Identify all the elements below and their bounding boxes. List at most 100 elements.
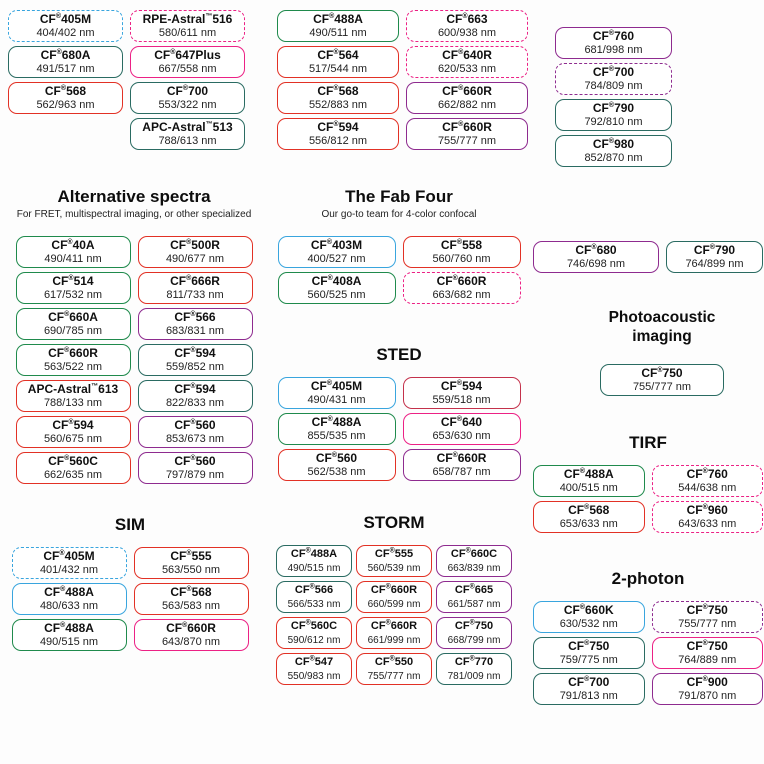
dye-name: CF®560C [48,454,98,468]
dye-name: CF®555 [374,547,414,560]
dye-wavelengths: 617/532 nm [43,289,103,301]
dye-wavelengths: 661/999 nm [367,635,421,646]
dye-name: CF®405M [310,379,363,393]
dye-wavelengths: 544/638 nm [678,482,737,494]
dye-wavelengths: 491/517 nm [36,63,95,75]
dye-wavelengths: 690/785 nm [43,325,103,337]
dye-name: CF®488A [44,621,94,635]
dye-name: CF®663 [446,12,488,26]
dye-name: CF®750 [568,639,610,653]
dye-wavelengths: 781/009 nm [447,671,501,682]
dye-wavelengths: 853/673 nm [165,433,225,445]
dye-wavelengths: 791/870 nm [678,690,737,702]
dye-wavelengths: 658/787 nm [432,466,491,478]
dye-wavelengths: 759/775 nm [559,654,618,666]
dye-name: CF®700 [592,65,635,79]
dye-name: CF®568 [568,503,610,517]
dye-name: CF®488A [311,415,362,429]
dye-wavelengths: 764/889 nm [678,654,737,666]
dye-name: CF®660R [436,274,487,288]
dye-name: CF®40A [51,238,95,252]
dye-wavelengths: 668/799 nm [447,635,501,646]
dye-name: CF®560 [174,454,216,468]
dye-name: CF®405M [39,12,92,26]
dye-wavelengths: 560/539 nm [367,563,421,574]
dye-name: CF®750 [641,366,683,380]
dye-name: CF®960 [686,503,728,517]
dye-wavelengths: 600/938 nm [437,27,497,39]
dye-wavelengths: 663/682 nm [432,289,491,301]
dye-name: CF®488A [563,467,614,481]
dye-name: CF®660R [436,451,487,465]
dye-name: CF®660R [370,619,418,632]
dye-name: CF®660C [450,547,498,560]
dye-name: CF®660A [48,310,98,324]
dye-name: APC-Astral™513 [142,120,233,134]
dye-wavelengths: 550/983 nm [287,671,341,682]
dye-wavelengths: 660/599 nm [367,599,421,610]
section-title: Alternative spectra [57,187,211,206]
section-subtitle: For FRET, multispectral imaging, or othe… [16,209,252,220]
dye-name: CF®408A [311,274,362,288]
dye-name: CF®568 [44,84,87,98]
dye-wavelengths: 653/633 nm [559,518,618,530]
dye-wavelengths: 791/813 nm [559,690,618,702]
section-title: STED [376,345,422,364]
dye-wavelengths: 559/518 nm [432,394,491,406]
dye-name: CF®555 [170,549,212,563]
dye-wavelengths: 620/533 nm [437,63,497,75]
dye-wavelengths: 552/883 nm [308,99,368,111]
dye-name: CF®660K [563,603,614,617]
dye-name: CF®700 [568,675,610,689]
dye-name: CF®594 [174,346,216,360]
dye-name: CF®594 [440,379,483,393]
dye-wavelengths: 401/432 nm [39,564,99,576]
dye-wavelengths: 662/882 nm [437,99,497,111]
dye-name: CF®568 [170,585,212,599]
